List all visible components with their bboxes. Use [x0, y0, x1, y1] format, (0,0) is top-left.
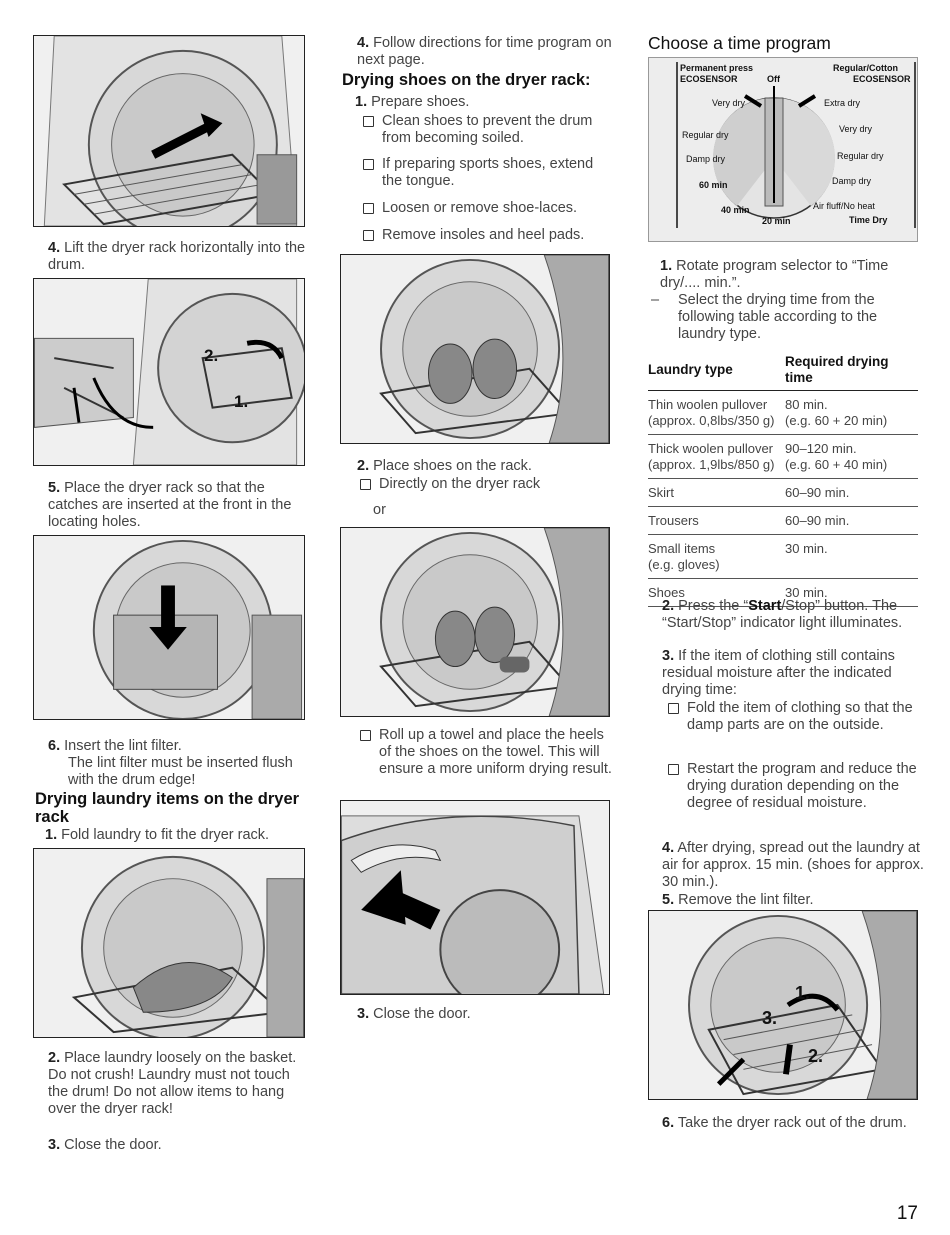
checkbox-icon: [363, 230, 374, 241]
checkbox-icon: [363, 203, 374, 214]
figure-shoes-towel: [340, 527, 610, 717]
step-5-place-rack: 5. Place the dryer rack so that the catc…: [48, 480, 292, 530]
figure-place-rack: [33, 278, 305, 466]
checkbox-icon: [360, 730, 371, 741]
step-4-spread-laundry: 4. After drying, spread out the laundry …: [662, 840, 924, 890]
figure-lift-rack: [33, 35, 305, 227]
table-row: Skirt 60–90 min.: [648, 478, 918, 507]
dash-select-drying-time: – Select the drying time from the follow…: [651, 292, 878, 342]
closing-door-illustration: [341, 801, 609, 994]
heading-choose-time-program: Choose a time program: [648, 33, 831, 53]
step-1-fold-laundry: 1. Fold laundry to fit the dryer rack.: [45, 827, 270, 843]
check-insoles: Remove insoles and heel pads.: [360, 227, 615, 244]
check-sports-shoes: If preparing sports shoes, extend the to…: [360, 156, 615, 190]
drying-time-table: Laundry type Required drying time Thin w…: [648, 352, 918, 607]
program-selector-dial: Permanent press ECOSENSOR Off Regular/Co…: [648, 57, 918, 242]
checkbox-icon: [668, 764, 679, 775]
figure-label-2: 2.: [204, 346, 219, 365]
table-row: Thick woolen pullover(approx. 1,9lbs/850…: [648, 434, 918, 479]
table-header-drying-time: Required drying time: [785, 352, 918, 391]
table-row: Thin woolen pullover(approx. 0,8lbs/350 …: [648, 390, 918, 435]
check-clean-shoes: Clean shoes to prevent the drum from bec…: [360, 113, 615, 147]
page-number: 17: [896, 1203, 918, 1224]
checkbox-icon: [363, 116, 374, 127]
figure-remove-rack: [648, 910, 918, 1100]
step-2-place-laundry: 2. Place laundry loosely on the basket. …: [48, 1050, 297, 1117]
shoes-on-rack-illustration: [341, 255, 609, 443]
or-text: or: [373, 502, 386, 518]
check-shoe-laces: Loosen or remove shoe-laces.: [360, 200, 615, 217]
checkbox-icon: [360, 479, 371, 490]
dryer-rack-placement-illustration: [34, 279, 304, 465]
figure-label-1: 1.: [234, 392, 249, 411]
table-row: Shoes 30 min.: [648, 578, 918, 607]
step-3-close-door-shoes: 3. Close the door.: [357, 1006, 471, 1022]
step-6-insert-lint-filter: 6. Insert the lint filter. The lint filt…: [48, 738, 293, 788]
step-2-place-shoes: 2. Place shoes on the rack.: [357, 458, 532, 474]
check-restart-program: Restart the program and reduce the dryin…: [665, 761, 920, 812]
step-1-prepare-shoes: 1. Prepare shoes.: [355, 94, 470, 110]
heading-drying-laundry: Drying laundry items on the dryer rack: [35, 790, 300, 826]
table-row: Small items(e.g. gloves) 30 min.: [648, 534, 918, 579]
dryer-drum-illustration: [34, 36, 304, 226]
heading-drying-shoes: Drying shoes on the dryer rack:: [342, 71, 591, 89]
step-4-follow-directions: 4. Follow directions for time program on…: [357, 35, 612, 68]
figure-label-2: 2.: [808, 1046, 824, 1066]
figure-label-3: 3.: [762, 1008, 778, 1028]
checkbox-icon: [363, 159, 374, 170]
check-directly-on-rack: Directly on the dryer rack: [357, 476, 612, 493]
shoes-on-towel-illustration: [341, 528, 609, 716]
check-roll-towel: Roll up a towel and place the heels of t…: [357, 727, 612, 778]
step-3-close-door: 3. Close the door.: [48, 1137, 162, 1153]
lint-filter-illustration: [34, 536, 304, 719]
table-header-laundry-type: Laundry type: [648, 352, 785, 391]
step-4-lift-rack: 4. Lift the dryer rack horizontally into…: [48, 240, 306, 273]
laundry-on-rack-illustration: [34, 849, 304, 1037]
figure-label-1: 1.: [795, 983, 811, 1003]
step-5-remove-lint-filter: 5. Remove the lint filter.: [662, 892, 814, 908]
figure-laundry-rack: [33, 848, 305, 1038]
dial-knob-icon: [649, 58, 917, 241]
check-fold-clothing: Fold the item of clothing so that the da…: [665, 700, 920, 734]
checkbox-icon: [668, 703, 679, 714]
figure-shoes-on-rack: [340, 254, 610, 444]
table-row: Trousers 60–90 min.: [648, 506, 918, 535]
step-3-residual-moisture: 3. If the item of clothing still contain…: [662, 648, 895, 698]
remove-rack-illustration: [649, 911, 917, 1099]
figure-close-door: [340, 800, 610, 995]
step-2-press-start: 2. Press the “Start/Stop” button. The “S…: [662, 598, 903, 631]
step-6-take-rack-out: 6. Take the dryer rack out of the drum.: [662, 1115, 907, 1131]
step-1-rotate-selector: 1. Rotate program selector to “Time dry/…: [660, 258, 889, 291]
figure-lint-filter: [33, 535, 305, 720]
